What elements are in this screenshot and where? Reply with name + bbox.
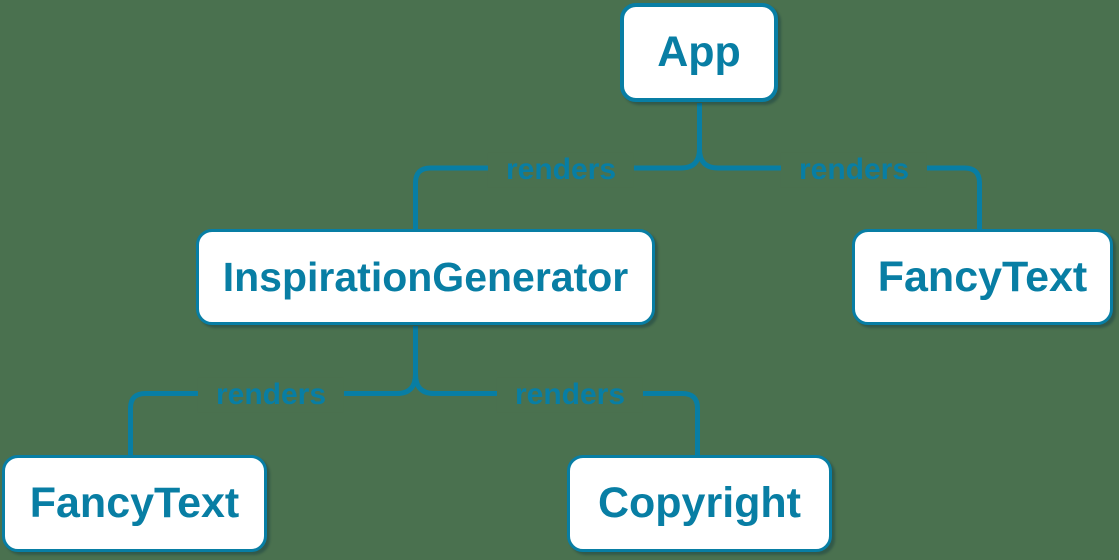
node-fancy-text-bottom: FancyText bbox=[2, 455, 267, 552]
edge-label-renders-inspiration-generator-fancy-text: renders bbox=[197, 377, 345, 413]
node-fancy-text-top: FancyText bbox=[852, 229, 1113, 325]
edge-label-renders-app-inspiration-generator: renders bbox=[487, 152, 635, 188]
node-copyright-label: Copyright bbox=[597, 479, 802, 527]
node-fancy-text-bottom-label: FancyText bbox=[29, 479, 240, 527]
node-inspiration-generator-label: InspirationGenerator bbox=[222, 253, 629, 300]
node-app-label: App bbox=[657, 28, 741, 76]
node-inspiration-generator: InspirationGenerator bbox=[196, 229, 655, 325]
node-copyright: Copyright bbox=[567, 455, 832, 552]
edge-label-renders-app-fancy-text: renders bbox=[780, 152, 928, 188]
node-fancy-text-top-label: FancyText bbox=[877, 252, 1088, 301]
edge-label-renders-inspiration-generator-copyright: renders bbox=[496, 377, 644, 413]
node-app: App bbox=[620, 3, 778, 102]
